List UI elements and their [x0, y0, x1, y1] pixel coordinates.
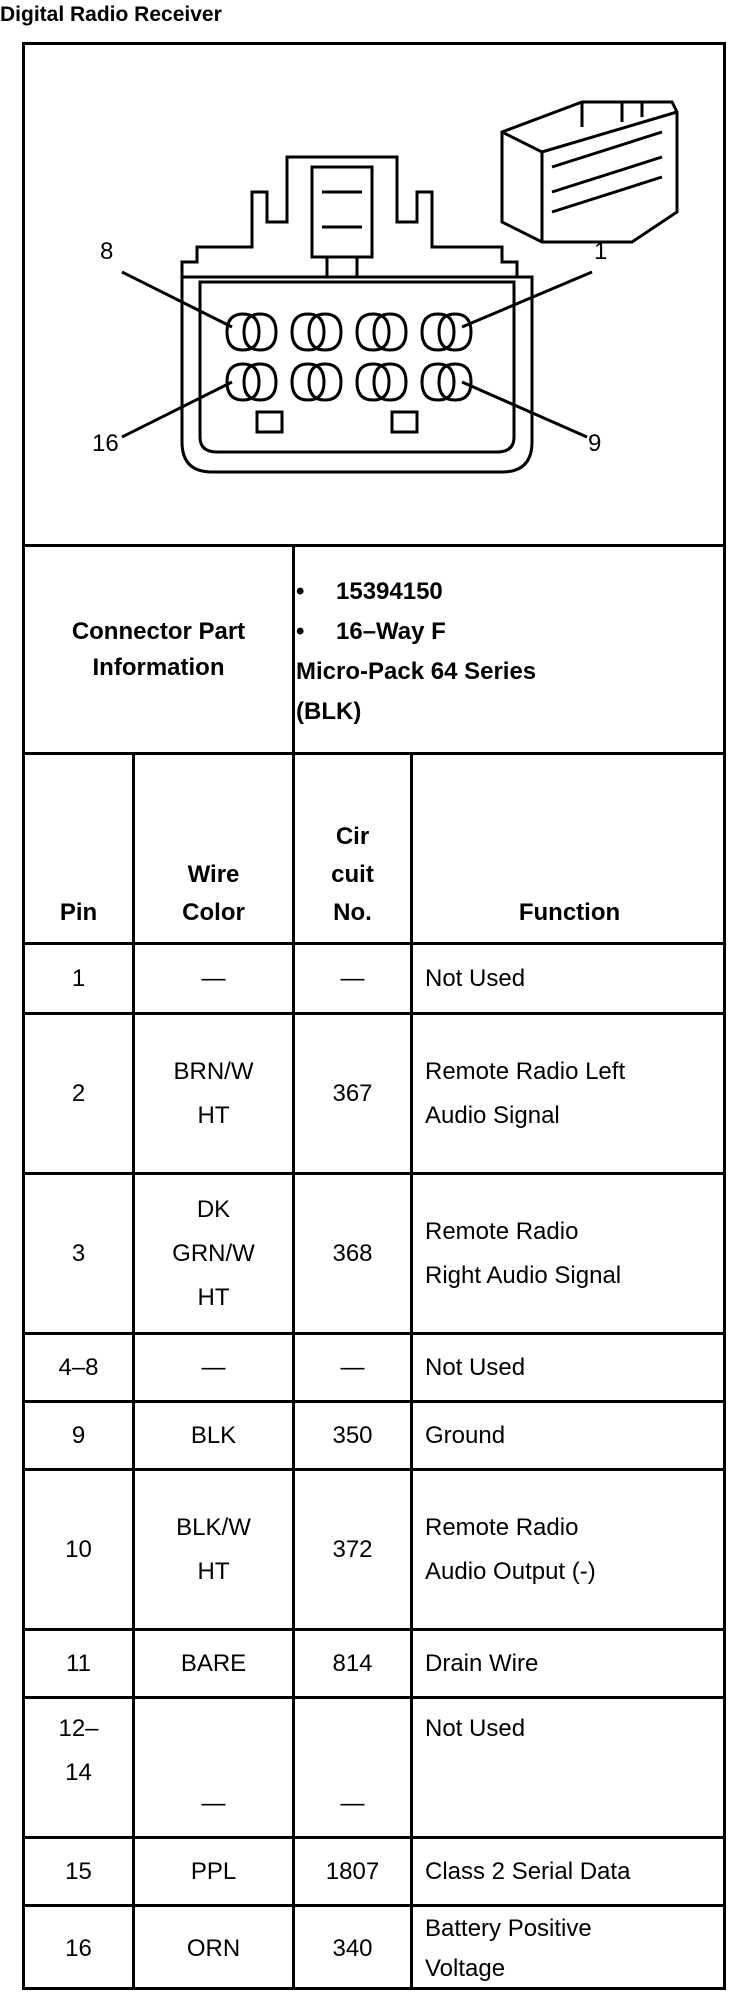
divider [22, 1904, 726, 1907]
table-row-wire: — [201, 1790, 226, 1817]
connector-info-label-line1: Connector Part [71, 617, 246, 645]
table-row-function: Remote Radio Audio Output (-) [413, 1471, 726, 1628]
table-row-function: Ground [425, 1421, 506, 1449]
table-row-wire: BARE [180, 1649, 247, 1677]
connector-diagram: 8 1 16 9 [22, 42, 726, 542]
table-row-circuit: 372 [332, 1535, 373, 1563]
table-row-wire: BRN/W HT [135, 1015, 292, 1172]
table-row-wire: ORN [186, 1934, 241, 1962]
header-cir-text: Cir [335, 823, 370, 850]
table-row-circuit: 1807 [325, 1857, 380, 1885]
header-cuit-text: cuit [331, 861, 374, 888]
table-row-function: Not Used [425, 964, 526, 992]
table-row-pin: 15 [65, 1857, 92, 1885]
pin-line: 14 [65, 1759, 92, 1786]
divider [22, 544, 726, 547]
divider [292, 544, 295, 1990]
table-row-function: Not Used [425, 1353, 526, 1381]
page-title: Digital Radio Receiver [0, 3, 222, 26]
divider [22, 1172, 726, 1175]
table-row-circuit: 814 [332, 1649, 373, 1677]
connector-info-label: Connector Part Information [25, 547, 292, 752]
header-wire-text: Wire [187, 861, 240, 888]
table-row-function: Class 2 Serial Data [425, 1857, 631, 1885]
function-line: Remote Radio [425, 1217, 579, 1245]
function-line: Battery Positive [425, 1914, 592, 1942]
divider [22, 942, 726, 945]
connector-info-values: •15394150 •16–Way F Micro-Pack 64 Series… [296, 572, 536, 732]
divider [22, 1836, 726, 1839]
connector-series: Micro-Pack 64 Series [296, 658, 537, 685]
connector-color: (BLK) [296, 698, 362, 725]
divider [410, 752, 413, 1990]
table-row-function: Remote Radio Right Audio Signal [413, 1175, 726, 1332]
function-line: Voltage [425, 1954, 506, 1982]
header-circuit-no: Cir cuit No. [295, 755, 410, 942]
divider [22, 752, 726, 755]
table-row-circuit: — [340, 1353, 365, 1381]
wire-line: HT [197, 1283, 230, 1311]
pin-label-8: 8 [100, 238, 114, 265]
table-row-wire: BLK/W HT [135, 1471, 292, 1628]
pin-line: 12– [58, 1715, 99, 1742]
table-row-pin: 11 [66, 1649, 91, 1677]
divider [22, 1628, 726, 1631]
table-row-pin: 4–8 [58, 1353, 99, 1381]
wire-line: DK [196, 1195, 231, 1223]
header-wire-color: Wire Color [135, 755, 292, 942]
function-line: Right Audio Signal [425, 1261, 622, 1289]
divider [22, 1400, 726, 1403]
table-row-circuit: 350 [332, 1421, 373, 1449]
table-row-wire: PPL [190, 1857, 237, 1885]
table-row-circuit: 368 [332, 1239, 373, 1267]
pin-label-16: 16 [92, 430, 119, 457]
table-row-pin: 1 [71, 964, 86, 992]
table-row-circuit: — [340, 1790, 365, 1817]
table-row-pin: 10 [65, 1535, 92, 1563]
table-row-pin: 9 [71, 1421, 86, 1449]
connector-way: 16–Way F [336, 618, 446, 645]
table-row-wire: BLK [190, 1421, 237, 1449]
wire-line: HT [197, 1557, 230, 1585]
header-color-text: Color [182, 899, 245, 926]
divider [132, 752, 135, 1990]
header-no-text: No. [333, 899, 372, 926]
connector-info-label-line2: Information [92, 653, 225, 681]
table-row-pin: 2 [71, 1079, 86, 1107]
table-row-pin: 16 [65, 1934, 92, 1962]
table-row-circuit: — [340, 964, 365, 992]
function-line: Remote Radio [425, 1513, 579, 1541]
function-line: Audio Signal [425, 1101, 560, 1129]
wire-line: GRN/W [172, 1239, 255, 1267]
table-row-circuit: 367 [332, 1079, 373, 1107]
header-pin-text: Pin [59, 899, 98, 926]
function-line: Remote Radio Left [425, 1057, 626, 1085]
pinout-table [22, 42, 726, 1990]
table-row-function: Not Used [425, 1715, 526, 1742]
table-row-pin: 3 [71, 1239, 86, 1267]
wire-line: BRN/W [173, 1057, 254, 1085]
divider [22, 1696, 726, 1699]
divider [22, 1332, 726, 1335]
function-line: Audio Output (-) [425, 1557, 596, 1585]
header-function: Function [413, 755, 726, 942]
table-row-pin: 12– 14 [25, 1699, 132, 1836]
pin-label-9: 9 [588, 430, 602, 457]
table-row-circuit: 340 [332, 1934, 373, 1962]
header-pin: Pin [25, 755, 132, 942]
wire-line: HT [197, 1101, 230, 1129]
header-function-text: Function [518, 899, 621, 926]
connector-face-drawing [121, 100, 679, 474]
pin-label-1: 1 [594, 238, 608, 265]
wire-line: BLK/W [176, 1513, 251, 1541]
table-row-function: Remote Radio Left Audio Signal [413, 1015, 726, 1172]
table-row-wire: — [201, 964, 226, 992]
divider [22, 1468, 726, 1471]
table-row-function: Battery Positive Voltage [413, 1907, 726, 1990]
divider [22, 1012, 726, 1015]
table-row-wire: DK GRN/W HT [135, 1175, 292, 1332]
table-row-function: Drain Wire [425, 1649, 539, 1677]
part-number: 15394150 [336, 578, 443, 605]
table-row-wire: — [201, 1353, 226, 1381]
